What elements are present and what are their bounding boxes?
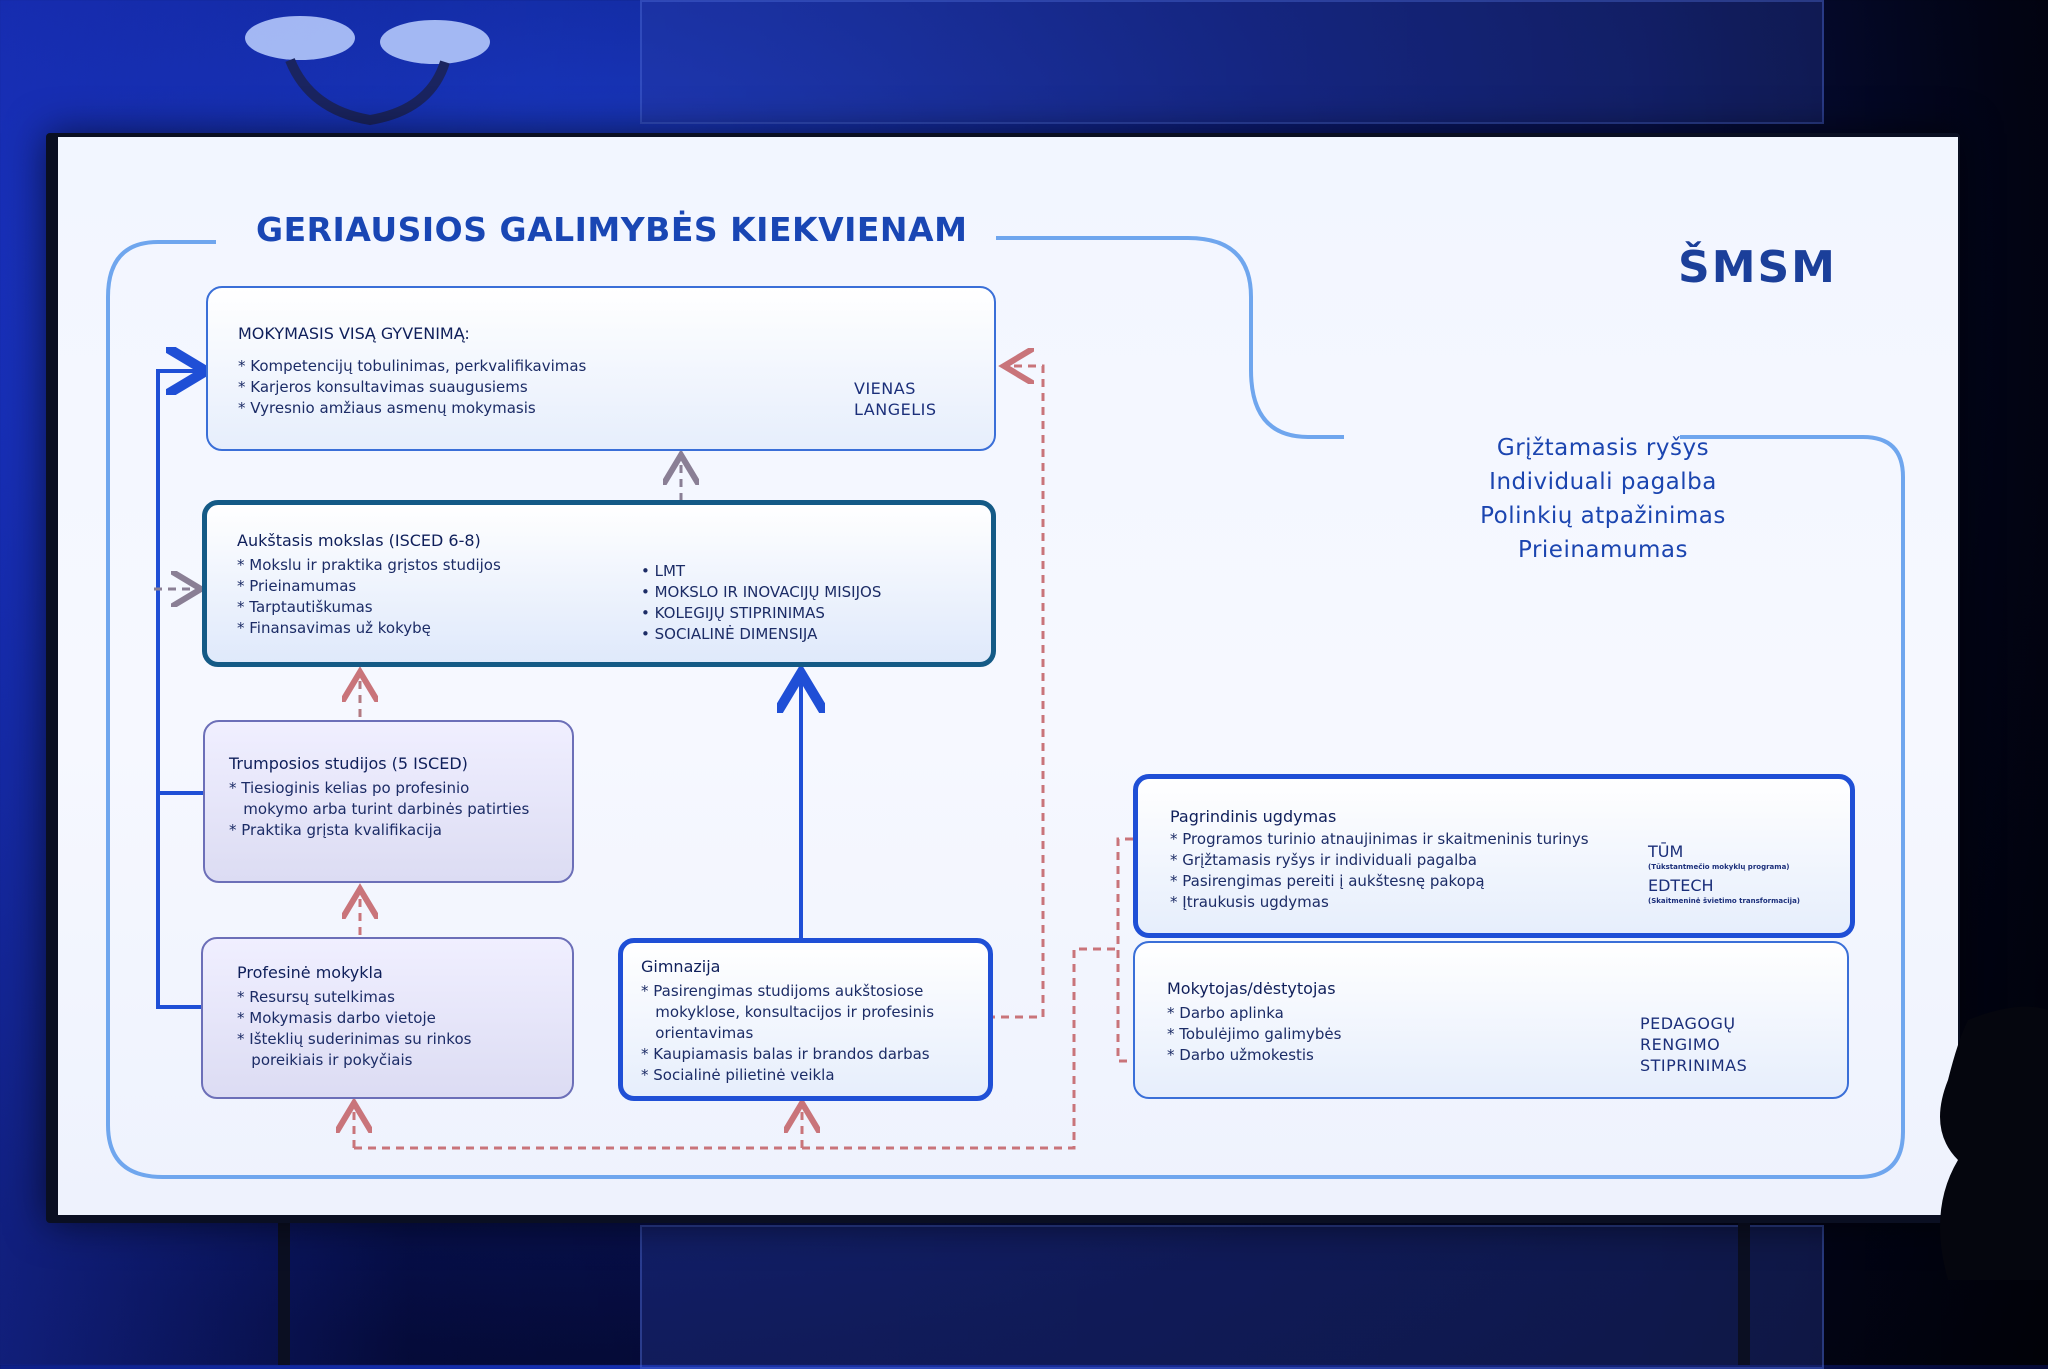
- feature-item: Prieinamumas: [1518, 537, 1688, 563]
- box-basic-education: Pagrindinis ugdymas * Programos turinio …: [1133, 774, 1855, 938]
- door-panel: [640, 1225, 1824, 1369]
- bullet-item: * Programos turinio atnaujinimas ir skai…: [1170, 830, 1589, 848]
- bullet-item: * Tarptautiškumas: [237, 598, 373, 616]
- screen-stand: [1738, 1222, 1750, 1365]
- box-gymnasium: Gimnazija * Pasirengimas studijoms aukšt…: [618, 938, 993, 1101]
- slide-title: GERIAUSIOS GALIMYBĖS KIEKVIENAM: [256, 210, 968, 249]
- wall-lamp: [245, 16, 490, 126]
- bullet-item: * Mokymasis darbo vietoje: [237, 1009, 436, 1027]
- bullet-item: * Pasirengimas studijoms aukštosiose: [641, 982, 924, 1000]
- frame-connector: [996, 236, 1344, 439]
- bullet-item: * Prieinamumas: [237, 577, 357, 595]
- bullet-item: * Tobulėjimo galimybės: [1167, 1025, 1342, 1043]
- bullet-list: * Programos turinio atnaujinimas ir skai…: [1170, 829, 1589, 913]
- tum-note: (Tūkstantmečio mokyklų programa): [1648, 863, 1790, 871]
- bullet-list: * Kompetencijų tobulinimas, perkvalifika…: [238, 356, 586, 419]
- bullet-list: * Resursų sutelkimas * Mokymasis darbo v…: [237, 987, 471, 1071]
- teacher-training-label: PEDAGOGŲ RENGIMO STIPRINIMAS: [1640, 1014, 1748, 1075]
- box-title: Profesinė mokykla: [237, 963, 383, 982]
- bullet-item: * Tiesioginis kelias po profesinio: [229, 779, 470, 797]
- box-vocational-school: Profesinė mokykla * Resursų sutelkimas *…: [201, 937, 574, 1099]
- bullet-item: orientavimas: [641, 1024, 754, 1042]
- bullet-item: * Darbo užmokestis: [1167, 1046, 1314, 1064]
- bullet-item: * Resursų sutelkimas: [237, 988, 395, 1006]
- box-title: Gimnazija: [641, 957, 721, 976]
- bullet-item: * Įtraukusis ugdymas: [1170, 893, 1329, 911]
- bullet-item: * Vyresnio amžiaus asmenų mokymasis: [238, 399, 536, 417]
- initiative-item: • SOCIALINĖ DIMENSIJA: [641, 625, 818, 643]
- bullet-list: * Pasirengimas studijoms aukštosiose mok…: [641, 981, 934, 1086]
- bullet-item: mokymo arba turint darbinės patirties: [229, 800, 530, 818]
- box-title: Trumposios studijos (5 ISCED): [229, 754, 468, 773]
- bullet-item: * Darbo aplinka: [1167, 1004, 1284, 1022]
- bullet-item: * Kaupiamasis balas ir brandos darbas: [641, 1045, 930, 1063]
- bullet-list: * Darbo aplinka * Tobulėjimo galimybės *…: [1167, 1003, 1341, 1066]
- bullet-item: * Finansavimas už kokybę: [237, 619, 431, 637]
- box-title: Mokytojas/dėstytojas: [1167, 979, 1336, 998]
- right-bracket-dashed: [1116, 837, 1133, 1063]
- bullet-list: * Mokslu ir praktika grįstos studijos * …: [237, 555, 501, 639]
- bullet-item: * Išteklių suderinimas su rinkos: [237, 1030, 472, 1048]
- door-panel: [640, 0, 1824, 124]
- initiative-item: • LMT: [641, 562, 686, 580]
- bottom-dashed-line: [354, 947, 1118, 1150]
- one-stop-label: VIENAS LANGELIS: [854, 379, 937, 419]
- feature-item: Grįžtamasis ryšys: [1496, 435, 1710, 461]
- gym-to-lifelong-dashed: [987, 366, 1045, 1019]
- outer-frame: [106, 240, 1905, 1179]
- bullet-item: * Karjeros konsultavimas suaugusiems: [238, 378, 528, 396]
- diagram-connectors: [106, 236, 1905, 1179]
- edtech-label: EDTECH: [1648, 876, 1714, 895]
- bullet-item: * Praktika grįsta kvalifikacija: [229, 821, 442, 839]
- foreground-silhouette: [1940, 1006, 2048, 1280]
- feature-item: Polinkių atpažinimas: [1480, 503, 1726, 529]
- bullet-item: * Pasirengimas pereiti į aukštesnę pakop…: [1170, 872, 1485, 890]
- tum-label: TŪM: [1648, 842, 1684, 861]
- box-higher-education: Aukštasis mokslas (ISCED 6-8) * Mokslu i…: [202, 500, 996, 667]
- bullet-item: * Mokslu ir praktika grįstos studijos: [237, 556, 501, 574]
- features-list: Grįžtamasis ryšys Individuali pagalba Po…: [1368, 431, 1838, 567]
- initiative-item: • MOKSLO IR INOVACIJŲ MISIJOS: [641, 583, 882, 601]
- box-title: Pagrindinis ugdymas: [1170, 807, 1337, 826]
- ministry-logo: ŠMSM: [1678, 242, 1837, 293]
- bullet-item: * Kompetencijų tobulinimas, perkvalifika…: [238, 357, 587, 375]
- initiative-item: • KOLEGIJŲ STIPRINIMAS: [641, 604, 825, 622]
- bullet-item: poreikiais ir pokyčiais: [237, 1051, 413, 1069]
- box-short-studies: Trumposios studijos (5 ISCED) * Tiesiogi…: [203, 720, 574, 883]
- bullet-item: * Grįžtamasis ryšys ir individuali pagal…: [1170, 851, 1478, 869]
- left-spine: [156, 371, 206, 1009]
- edtech-note: (Skaitmeninė švietimo transformacija): [1648, 897, 1800, 905]
- box-title: MOKYMASIS VISĄ GYVENIMĄ:: [238, 324, 470, 343]
- initiatives-list: • LMT • MOKSLO IR INOVACIJŲ MISIJOS • KO…: [641, 561, 881, 645]
- box-teacher: Mokytojas/dėstytojas * Darbo aplinka * T…: [1133, 941, 1849, 1099]
- box-title: Aukštasis mokslas (ISCED 6-8): [237, 531, 481, 550]
- feature-item: Individuali pagalba: [1489, 469, 1717, 495]
- bullet-item: * Socialinė pilietinė veikla: [641, 1066, 835, 1084]
- slide: GERIAUSIOS GALIMYBĖS KIEKVIENAM ŠMSM Grį…: [58, 137, 1958, 1215]
- bullet-item: mokyklose, konsultacijos ir profesinis: [641, 1003, 935, 1021]
- screen-stand: [278, 1222, 290, 1365]
- bullet-list: * Tiesioginis kelias po profesinio mokym…: [229, 778, 529, 841]
- box-lifelong-learning: MOKYMASIS VISĄ GYVENIMĄ: * Kompetencijų …: [206, 286, 996, 451]
